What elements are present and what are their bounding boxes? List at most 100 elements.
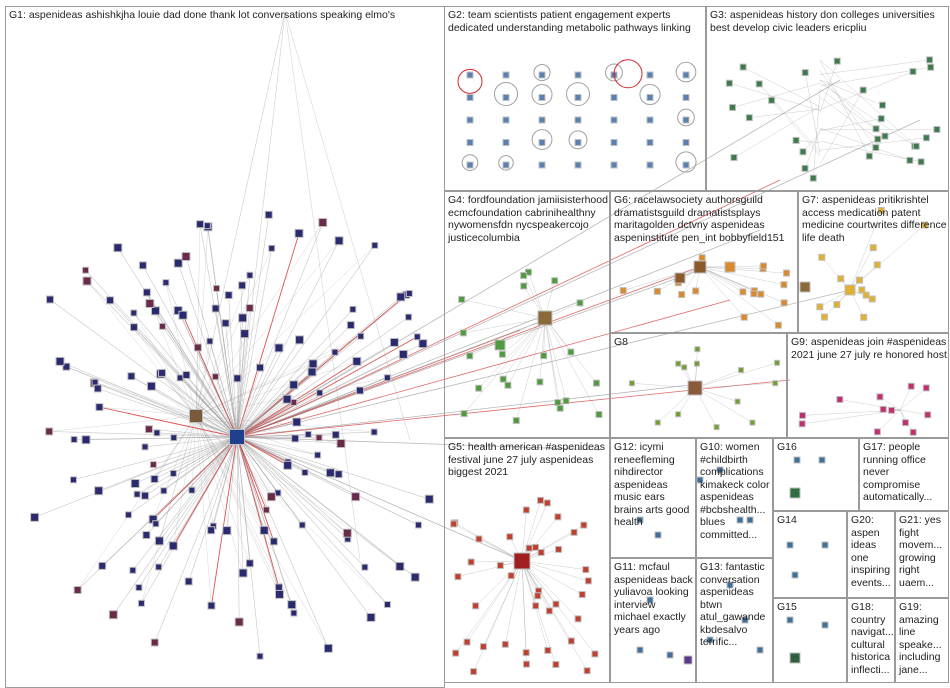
profile-avatar-icon <box>291 434 300 443</box>
profile-avatar-icon <box>73 586 82 595</box>
edge <box>236 335 361 438</box>
edge <box>771 100 821 156</box>
profile-avatar-icon <box>837 275 845 283</box>
profile-avatar-icon <box>901 419 909 427</box>
profile-avatar-icon <box>736 516 744 524</box>
self-loop-circle-icon <box>639 83 661 106</box>
profile-avatar-icon <box>582 566 590 574</box>
profile-avatar-icon <box>578 591 586 599</box>
edge <box>99 406 238 438</box>
edge <box>749 108 821 118</box>
edge <box>131 376 197 417</box>
group-panel-g8: G8 <box>610 333 787 438</box>
edge <box>849 247 874 291</box>
profile-avatar-icon <box>196 220 205 229</box>
profile-avatar-icon <box>463 638 471 646</box>
profile-avatar-icon <box>906 156 914 164</box>
profile-avatar-icon <box>70 435 78 443</box>
edge <box>153 436 238 465</box>
profile-avatar-icon <box>858 286 866 294</box>
profile-avatar-icon <box>466 139 474 146</box>
profile-avatar-icon <box>155 563 163 571</box>
edge <box>284 11 361 561</box>
profile-avatar-icon <box>567 637 575 645</box>
edge <box>819 89 864 165</box>
profile-avatar-icon <box>141 491 150 500</box>
profile-avatar-icon <box>245 304 254 313</box>
group-label-g14: G14 <box>777 514 797 526</box>
profile-avatar-icon <box>872 144 880 152</box>
profile-avatar-icon <box>789 487 801 499</box>
profile-avatar-icon <box>646 139 654 146</box>
profile-avatar-icon <box>922 134 930 142</box>
profile-avatar-icon <box>256 652 264 660</box>
profile-avatar-icon <box>512 417 520 425</box>
edge <box>236 436 318 456</box>
profile-avatar-icon <box>113 243 123 253</box>
group-panel-g21: G21: yes fight movem... growing right ua… <box>895 511 949 598</box>
profile-avatar-icon <box>158 322 166 330</box>
group-label-g15: G15 <box>777 601 797 613</box>
edge <box>544 317 561 409</box>
profile-avatar-icon <box>786 541 794 549</box>
profile-avatar-icon <box>383 374 391 382</box>
profile-avatar-icon <box>301 469 309 477</box>
profile-avatar-icon <box>318 217 328 227</box>
profile-avatar-icon <box>724 261 736 273</box>
edge <box>623 266 701 291</box>
edge <box>819 118 882 131</box>
profile-avatar-icon <box>725 79 733 87</box>
edge <box>165 282 197 417</box>
edge <box>699 266 744 293</box>
edge <box>743 66 821 108</box>
profile-avatar-icon <box>389 337 399 347</box>
group-panel-g4: G4: fordfoundation jamiisisterhood ecmcf… <box>444 191 610 438</box>
group-label-g18: G18: country navigat... cultural histori… <box>851 601 897 676</box>
profile-avatar-icon <box>818 253 826 261</box>
profile-avatar-icon <box>173 306 183 316</box>
profile-avatar-icon <box>371 241 379 249</box>
profile-avatar-icon <box>821 621 829 629</box>
profile-avatar-icon <box>135 584 143 592</box>
node-layer <box>30 56 941 676</box>
profile-avatar-icon <box>595 411 603 419</box>
edge <box>236 436 430 500</box>
profile-avatar-icon <box>274 343 284 353</box>
profile-avatar-icon <box>95 403 104 412</box>
profile-avatar-icon <box>917 158 925 166</box>
self-loop-circle-icon <box>675 61 697 83</box>
group-label-g4: G4: fordfoundation jamiisisterhood ecmcf… <box>448 194 611 244</box>
edge <box>699 266 784 285</box>
profile-avatar-icon <box>654 531 662 539</box>
group-panel-g7: G7: aspenideas pritikrishtel access medi… <box>798 191 949 333</box>
edge <box>195 415 214 527</box>
profile-avatar-icon <box>520 272 528 280</box>
edge <box>144 436 238 448</box>
profile-avatar-icon <box>681 364 688 371</box>
profile-avatar-icon <box>466 352 474 360</box>
edge <box>210 436 238 531</box>
edge <box>195 415 212 606</box>
edge <box>228 295 238 438</box>
profile-avatar-icon <box>501 640 509 648</box>
edge <box>173 436 238 474</box>
edge <box>236 436 388 605</box>
profile-avatar-icon <box>877 115 885 123</box>
profile-avatar-icon <box>355 386 364 395</box>
profile-avatar-icon <box>646 116 654 124</box>
profile-avatar-icon <box>472 602 480 610</box>
edge <box>186 374 238 438</box>
profile-avatar-icon <box>238 568 248 578</box>
edge <box>694 387 753 423</box>
group-label-g10: G10: women #childbirth complications kim… <box>700 441 773 541</box>
profile-avatar-icon <box>211 304 220 313</box>
edge <box>236 436 275 542</box>
profile-avatar-icon <box>410 572 420 582</box>
profile-avatar-icon <box>207 601 216 610</box>
edge <box>505 560 523 645</box>
profile-avatar-icon <box>145 298 155 308</box>
profile-avatar-icon <box>543 499 551 507</box>
profile-avatar-icon <box>502 71 510 79</box>
profile-avatar-icon <box>460 410 468 418</box>
self-loop-circle-icon <box>675 151 697 173</box>
